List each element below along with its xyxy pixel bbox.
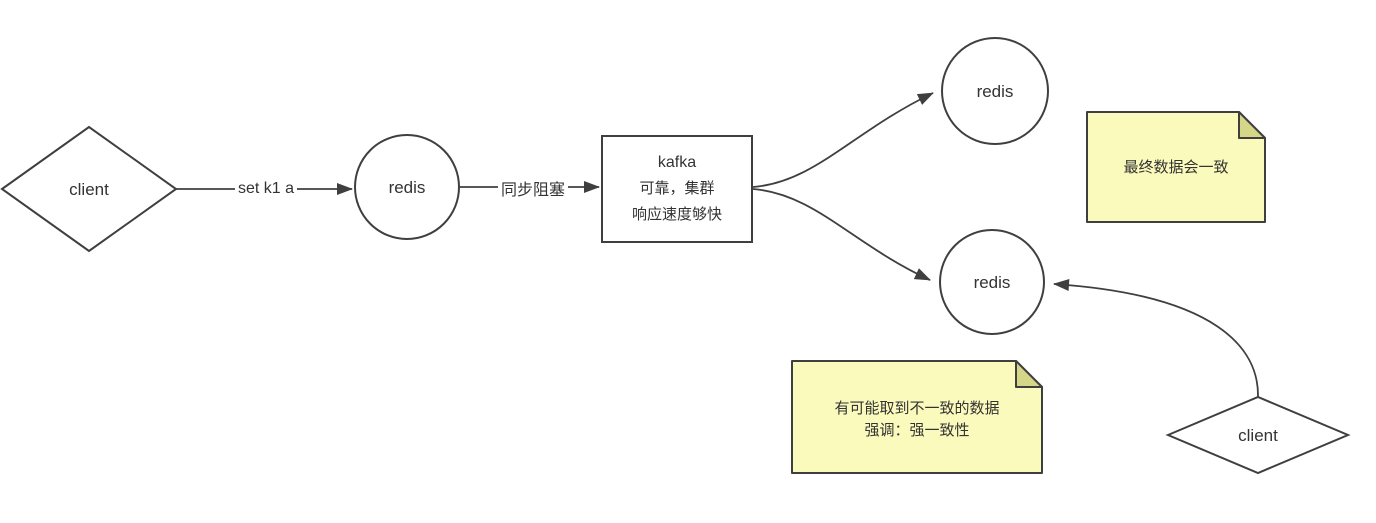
note-inconsistent-text-line2: 强调：强一致性 — [864, 422, 970, 439]
edge-kafka-to-redis-top[interactable] — [752, 92, 934, 188]
note-eventual-fold-icon — [1238, 111, 1266, 139]
redis-bottom-label: redis — [973, 273, 1011, 292]
redis-main-circle[interactable] — [354, 134, 460, 240]
redis-top-label: redis — [976, 82, 1014, 101]
client-left-label: client — [69, 180, 109, 199]
client-left-diamond[interactable] — [0, 125, 178, 253]
redis-bottom-circle[interactable] — [939, 229, 1045, 335]
note-eventual-consistency[interactable] — [1086, 111, 1266, 223]
edge-kafka-to-redis-bottom[interactable] — [752, 188, 931, 281]
redis-main-label: redis — [388, 178, 426, 197]
redis-top-circle[interactable] — [941, 37, 1049, 145]
kafka-box[interactable] — [601, 135, 753, 243]
note-inconsistent-data[interactable] — [791, 360, 1043, 474]
note-inconsistent-fold-icon — [1015, 360, 1043, 388]
note-inconsistent-body[interactable] — [791, 360, 1043, 474]
edge-set-k1-a-label: set k1 a — [234, 180, 298, 198]
note-eventual-body[interactable] — [1086, 111, 1266, 223]
note-inconsistent-text-line1: 有可能取到不一致的数据 — [834, 400, 1000, 417]
edge-sync-block-label: 同步阻塞 — [497, 176, 569, 200]
kafka-label-line1: kafka — [657, 154, 697, 171]
kafka-label-line3: 响应速度够快 — [631, 206, 723, 223]
client-bottom-diamond[interactable] — [1165, 395, 1351, 475]
client-bottom-label: client — [1238, 426, 1278, 445]
kafka-label-line2: 可靠，集群 — [639, 180, 715, 197]
kafka-label: kafka 可靠，集群 响应速度够快 — [632, 150, 722, 228]
edge-client-bottom-to-redis-bottom[interactable] — [1053, 279, 1259, 398]
note-eventual-text: 最终数据会一致 — [1123, 159, 1229, 176]
note-inconsistent-text: 有可能取到不一致的数据 强调：强一致性 — [834, 398, 999, 442]
